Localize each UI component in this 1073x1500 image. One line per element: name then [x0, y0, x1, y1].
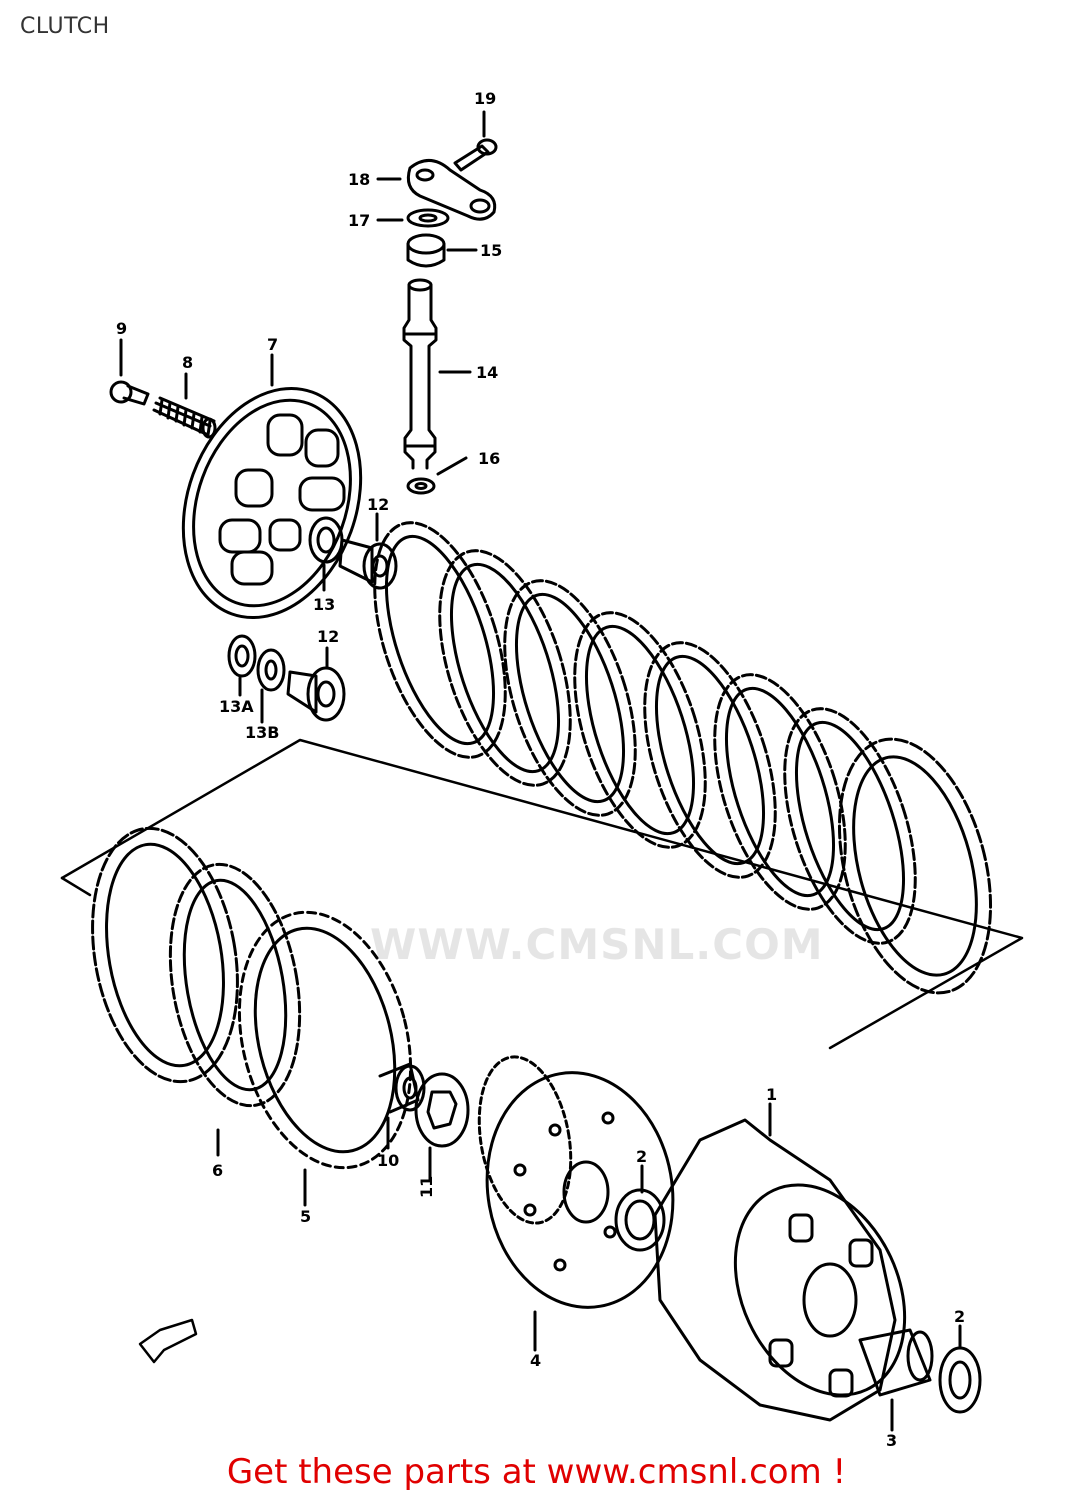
- callout-8: 8: [182, 353, 193, 372]
- callout-17: 17: [348, 211, 370, 230]
- callout-16: 16: [478, 449, 500, 468]
- watermark: WWW.CMSNL.COM: [370, 920, 824, 969]
- callout-14: 14: [476, 363, 498, 382]
- part-7-pressure-plate: [181, 353, 363, 620]
- footer-parts-link[interactable]: Get these parts at www.cmsnl.com !: [226, 1452, 847, 1492]
- part-14-release-shaft: [402, 278, 472, 470]
- front-arrow-icon: [138, 1318, 198, 1364]
- callout-12-upper: 12: [367, 495, 389, 514]
- callout-9: 9: [116, 319, 127, 338]
- part-12-push-piece-upper: [338, 512, 398, 590]
- part-12-push-piece-lower: [286, 646, 346, 722]
- part-11-thrust-washer: [414, 1072, 470, 1182]
- callout-5: 5: [300, 1207, 311, 1226]
- part-16-o-ring: [406, 456, 468, 495]
- callout-2-lower: 2: [954, 1307, 965, 1326]
- callout-19: 19: [474, 89, 496, 108]
- callout-10: 10: [377, 1151, 399, 1170]
- part-9-bolt: [109, 338, 150, 406]
- part-1-clutch-housing: [653, 1102, 907, 1422]
- callout-11: 11: [417, 1176, 436, 1198]
- callout-2-upper: 2: [636, 1147, 647, 1166]
- callout-12-lower: 12: [317, 627, 339, 646]
- part-4-sleeve-hub: [477, 1055, 675, 1352]
- part-19-bolt: [453, 110, 498, 172]
- callout-6: 6: [212, 1161, 223, 1180]
- part-13a-bearing: [227, 634, 257, 697]
- part-17-washer: [376, 208, 450, 228]
- callout-18: 18: [348, 170, 370, 189]
- callout-4: 4: [530, 1351, 541, 1370]
- callout-3: 3: [886, 1431, 897, 1450]
- part-8-spring: [152, 372, 217, 439]
- part-5-driven-plate: [237, 910, 413, 1207]
- callout-7: 7: [267, 335, 278, 354]
- part-6-drive-plates: [91, 826, 302, 1157]
- callout-15: 15: [480, 241, 502, 260]
- part-18-release-arm: [376, 159, 497, 221]
- page-title: CLUTCH: [20, 14, 110, 39]
- callout-13b: 13B: [245, 723, 279, 742]
- part-2-washer-lower: [938, 1324, 982, 1414]
- part-10-bearing: [378, 1062, 426, 1150]
- callout-1: 1: [766, 1085, 777, 1104]
- callout-13a: 13A: [219, 697, 254, 716]
- part-3-spacer: [858, 1328, 934, 1432]
- part-15-oil-seal: [406, 233, 478, 268]
- plates-group-outline: [60, 738, 1024, 1050]
- part-13-bearing: [308, 516, 344, 592]
- clutch-plates-stack: [373, 521, 993, 995]
- part-13b-washer: [256, 648, 286, 724]
- callout-13: 13: [313, 595, 335, 614]
